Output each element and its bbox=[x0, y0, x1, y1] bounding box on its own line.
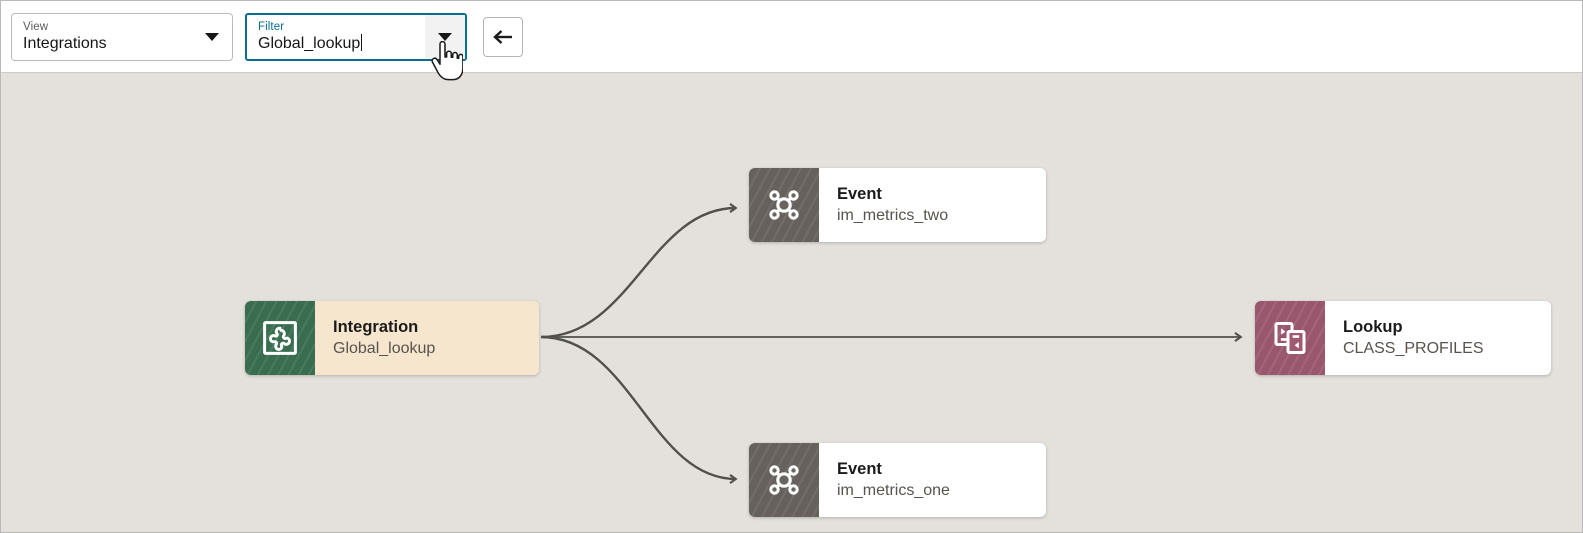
edge-integration-to-event-one bbox=[540, 335, 738, 484]
view-select-value: Integrations bbox=[23, 34, 107, 52]
node-lookup[interactable]: Lookup CLASS_PROFILES bbox=[1255, 301, 1551, 375]
node-lookup-icon-panel bbox=[1255, 301, 1325, 375]
filter-select-textwrap: Filter Global_lookup bbox=[247, 15, 425, 59]
filter-select-arrow[interactable] bbox=[425, 14, 465, 59]
back-button[interactable] bbox=[483, 16, 523, 57]
node-event-two-body: Event im_metrics_two bbox=[819, 168, 1046, 242]
node-event-one-subtitle: im_metrics_one bbox=[837, 481, 950, 499]
integration-puzzle-icon bbox=[263, 321, 297, 355]
node-event-two[interactable]: Event im_metrics_two bbox=[749, 168, 1046, 242]
event-network-icon bbox=[769, 190, 799, 220]
node-integration-title: Integration bbox=[333, 317, 419, 336]
arrow-left-icon bbox=[493, 29, 512, 44]
chevron-down-icon bbox=[205, 32, 219, 41]
view-select[interactable]: View Integrations bbox=[11, 12, 233, 61]
node-integration-icon-panel bbox=[245, 301, 315, 375]
event-network-icon bbox=[769, 465, 799, 495]
node-event-one-body: Event im_metrics_one bbox=[819, 443, 1046, 517]
filter-select-text: Global_lookup bbox=[258, 34, 361, 52]
lookup-cards-icon bbox=[1274, 322, 1306, 354]
filter-select-label: Filter bbox=[258, 20, 285, 33]
node-integration-body: Integration Global_lookup bbox=[315, 301, 539, 375]
edge-integration-to-event-two bbox=[540, 203, 738, 339]
node-event-one-icon-panel bbox=[749, 443, 819, 517]
filter-select-value[interactable]: Global_lookup bbox=[258, 33, 425, 53]
node-lookup-subtitle: CLASS_PROFILES bbox=[1343, 339, 1484, 357]
filter-select[interactable]: Filter Global_lookup bbox=[245, 12, 467, 61]
node-integration-subtitle: Global_lookup bbox=[333, 339, 436, 357]
node-event-two-subtitle: im_metrics_two bbox=[837, 206, 949, 224]
node-event-one[interactable]: Event im_metrics_one bbox=[749, 443, 1046, 517]
view-select-arrow[interactable] bbox=[192, 14, 232, 60]
node-event-two-icon-panel bbox=[749, 168, 819, 242]
node-integration[interactable]: Integration Global_lookup bbox=[245, 301, 539, 375]
graph-canvas[interactable]: Integration Global_lookup Event im_me bbox=[1, 72, 1582, 532]
toolbar: View Integrations Filter Global_lookup bbox=[1, 1, 1582, 72]
text-caret bbox=[361, 33, 363, 51]
node-lookup-title: Lookup bbox=[1343, 317, 1403, 336]
node-event-two-title: Event bbox=[837, 184, 882, 203]
node-lookup-body: Lookup CLASS_PROFILES bbox=[1325, 301, 1551, 375]
view-select-label: View bbox=[23, 20, 49, 33]
node-event-one-title: Event bbox=[837, 459, 882, 478]
edge-layer bbox=[540, 203, 1243, 484]
view-select-textwrap: View Integrations bbox=[12, 14, 192, 60]
chevron-down-icon bbox=[438, 32, 452, 41]
